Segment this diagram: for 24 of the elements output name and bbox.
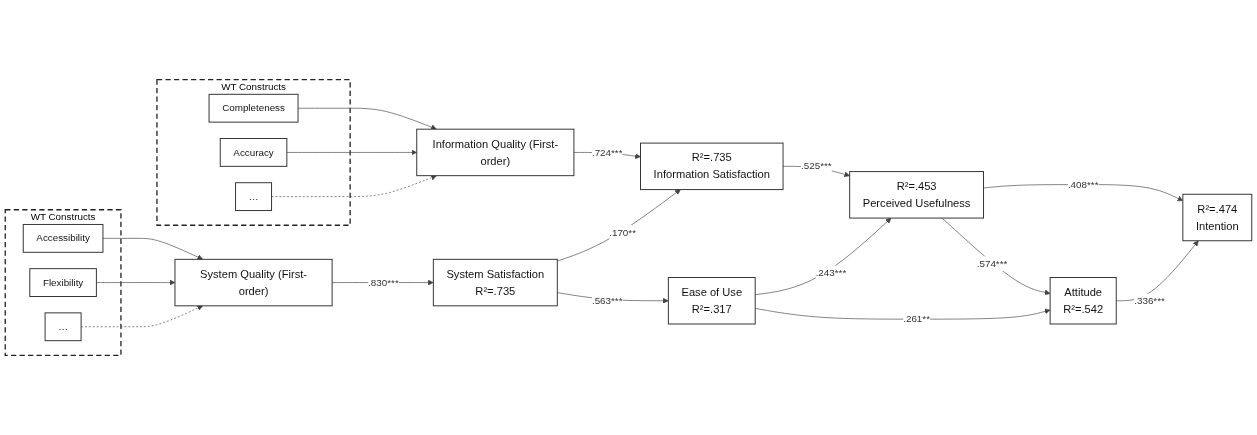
node-box: Information Quality (First-order) bbox=[416, 128, 575, 177]
node-box: Accessibility bbox=[22, 223, 104, 253]
node-box: Completeness bbox=[208, 93, 299, 123]
node-box: R²=.474 Intention bbox=[1182, 193, 1253, 242]
node-box: Ease of Use R²=.317 bbox=[667, 277, 756, 325]
edge-label: .830*** bbox=[368, 276, 399, 288]
node-box: Flexibility bbox=[29, 268, 97, 297]
edge-label: .170** bbox=[609, 226, 636, 238]
node-box: Accuracy bbox=[219, 138, 288, 167]
edge-label: .563*** bbox=[591, 294, 623, 306]
edge-label: .408*** bbox=[1067, 178, 1099, 190]
edge-label: .336*** bbox=[1134, 294, 1165, 306]
edge-label: .525*** bbox=[801, 160, 832, 172]
edge-label: .261** bbox=[903, 313, 930, 325]
node-box: Attitude R²=.542 bbox=[1049, 277, 1117, 325]
edge-label: .724*** bbox=[591, 146, 623, 158]
node-box: … bbox=[44, 312, 82, 342]
edge-label: .243*** bbox=[815, 266, 847, 279]
node-box: System Satisfaction R²=.735 bbox=[432, 258, 558, 307]
node-box: R²=.735 Information Satisfaction bbox=[640, 142, 784, 191]
node-box: … bbox=[235, 182, 273, 212]
edge-label: .574*** bbox=[976, 257, 1008, 269]
node-box: R²=.453 Perceived Usefulness bbox=[849, 171, 984, 219]
node-box: System Quality (First-order) bbox=[174, 258, 333, 307]
